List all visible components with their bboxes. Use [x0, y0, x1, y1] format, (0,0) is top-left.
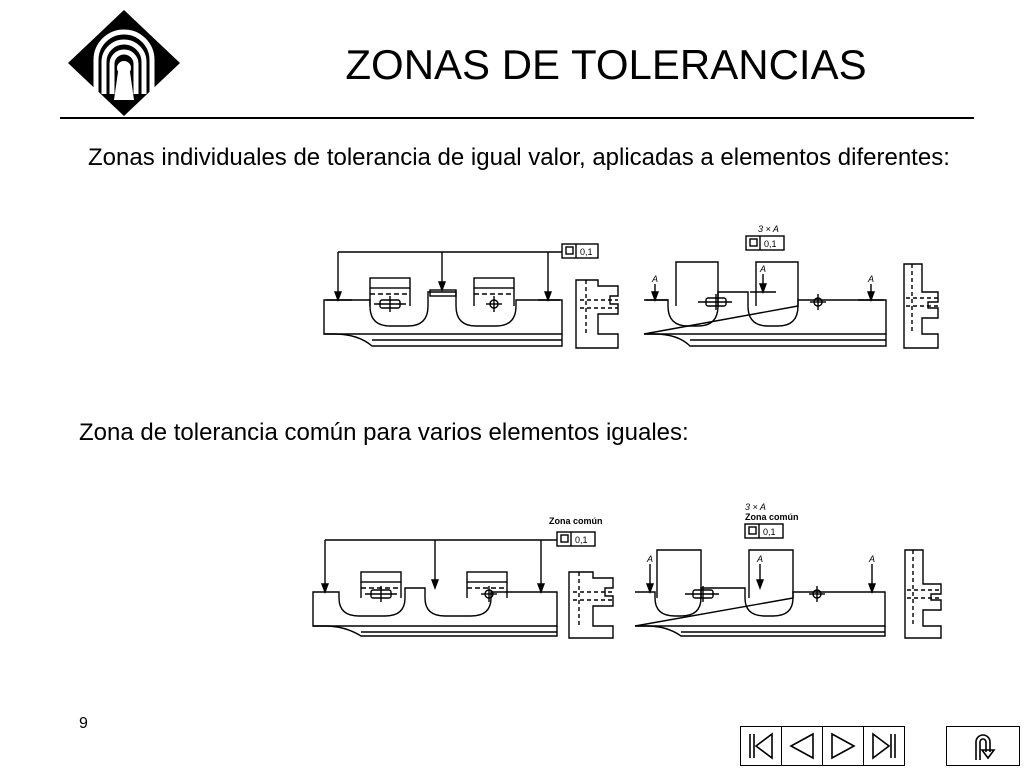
datum-label-a1: A [651, 274, 658, 284]
frame-value-1a: 0,1 [580, 247, 593, 257]
return-icon [975, 734, 996, 760]
common-zone-label-right: Zona común [745, 512, 799, 522]
datum-label-a3: A [867, 274, 874, 284]
multiplier-label-1: 3 × A [758, 224, 779, 234]
return-button[interactable] [946, 726, 1020, 766]
datum-label-b2: A [756, 554, 763, 564]
page-number: 9 [79, 715, 88, 732]
next-slide-icon [831, 732, 856, 760]
common-zone-label-left: Zona común [549, 516, 603, 526]
university-logo [68, 10, 180, 116]
frame-value-2b: 0,1 [763, 527, 776, 537]
next-slide-button[interactable] [822, 726, 864, 766]
datum-label-b1: A [646, 554, 653, 564]
first-slide-icon [749, 732, 773, 760]
drawing-individual-zones: 0,1 A A A 3 × A 0,1 [323, 224, 939, 349]
page-title: ZONAS DE TOLERANCIAS [345, 41, 867, 88]
last-slide-icon [872, 732, 896, 760]
last-slide-button[interactable] [863, 726, 905, 766]
first-slide-button[interactable] [740, 726, 782, 766]
previous-slide-button[interactable] [781, 726, 823, 766]
frame-value-2a: 0,1 [575, 535, 588, 545]
frame-value-1b: 0,1 [764, 239, 777, 249]
drawing-common-zone: Zona común 0,1 A A A 3 × A Zona común 0,… [312, 502, 942, 639]
slide-navigation [740, 726, 905, 768]
return-navigation [946, 726, 1020, 768]
datum-label-a2: A [759, 264, 766, 274]
paragraph-common-zone: Zona de tolerancia común para varios ele… [79, 419, 689, 446]
datum-label-b3: A [868, 554, 875, 564]
previous-slide-icon [789, 732, 814, 760]
title-divider [60, 117, 974, 119]
multiplier-label-2: 3 × A [745, 502, 766, 512]
paragraph-individual-zones: Zonas individuales de tolerancia de igua… [88, 144, 950, 171]
